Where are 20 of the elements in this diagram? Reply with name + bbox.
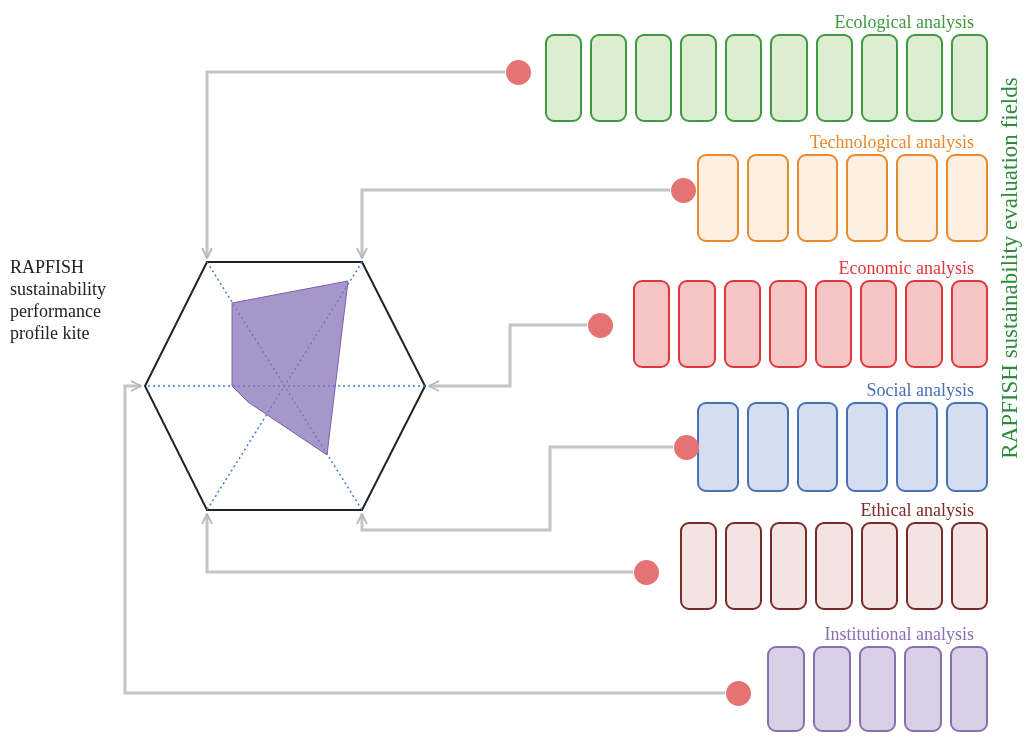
group-title: Ethical analysis — [860, 500, 974, 520]
connector-arrow — [428, 323, 587, 392]
dot — [725, 680, 751, 706]
dot — [673, 434, 699, 460]
connector-arrow — [123, 380, 725, 695]
connector-arrow — [356, 445, 673, 532]
group-title: Social analysis — [866, 380, 974, 400]
side-heading: RAPFISH sustainability evaluation fields — [997, 77, 1023, 459]
connector-arrow — [356, 188, 670, 259]
group-title: Ecological analysis — [834, 12, 974, 32]
group-title: Economic analysis — [838, 258, 974, 278]
dot — [670, 177, 696, 203]
dot — [633, 559, 659, 585]
group-title: Institutional analysis — [824, 624, 974, 644]
dot — [505, 59, 531, 85]
connector-arrow — [201, 70, 505, 259]
kite-caption: RAPFISH sustainability performance profile kite — [10, 256, 107, 344]
dot — [587, 312, 613, 338]
group-title: Technological analysis — [809, 132, 974, 152]
connector-arrow — [201, 513, 633, 574]
